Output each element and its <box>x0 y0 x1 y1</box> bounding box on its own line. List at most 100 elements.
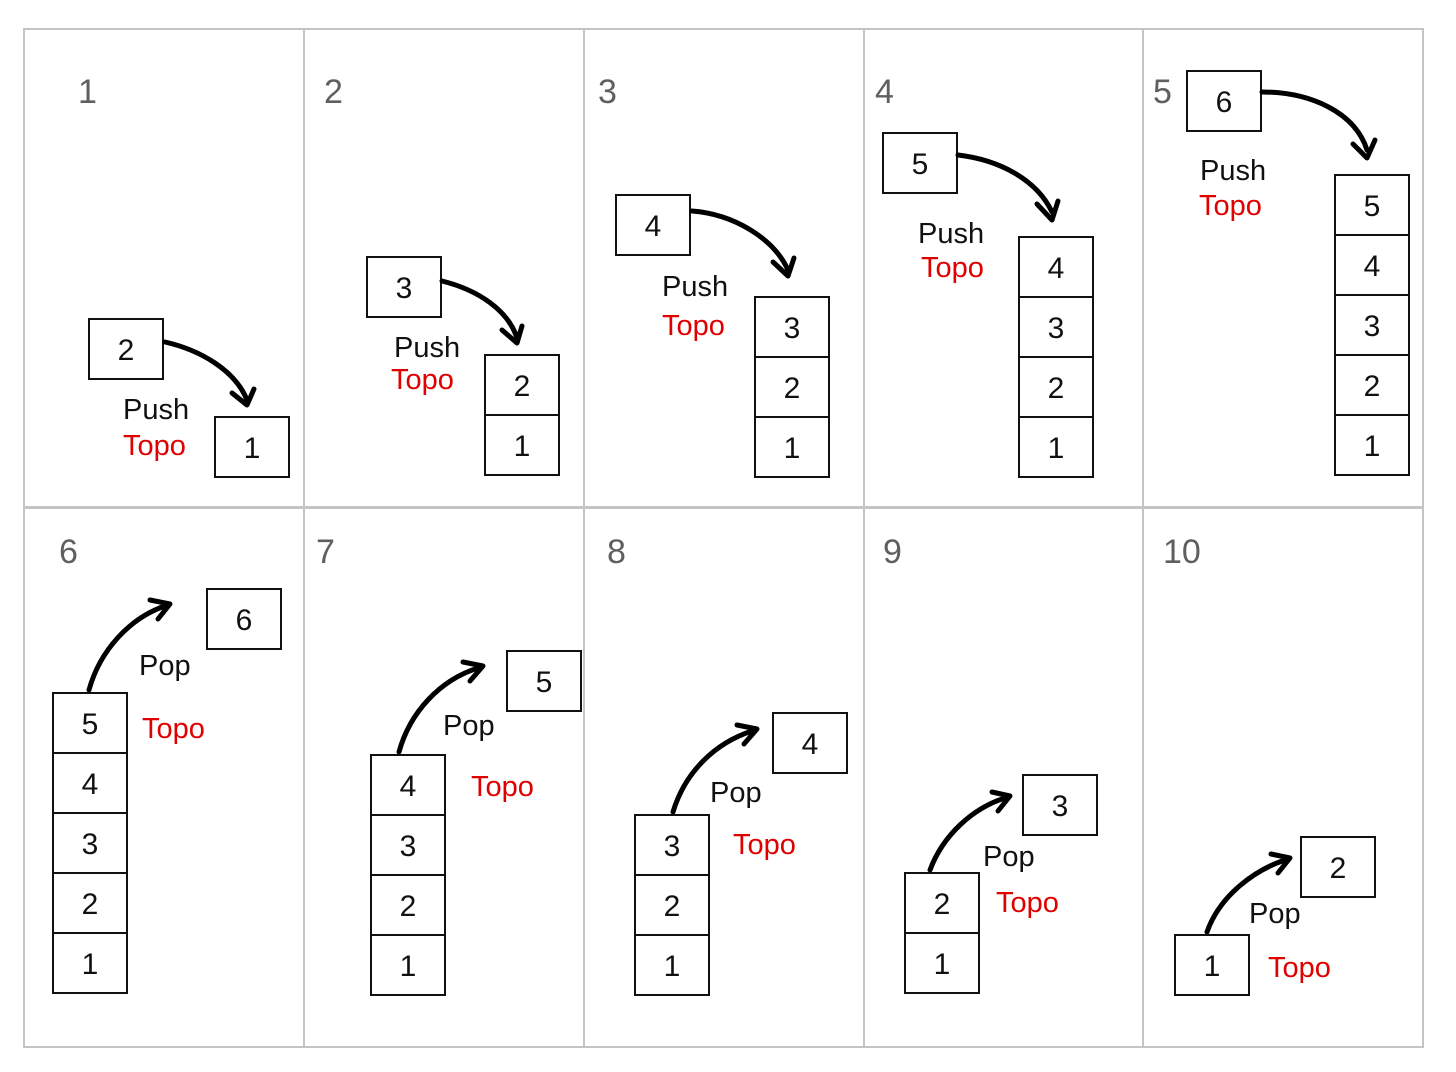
stack-item-1-rect <box>1018 416 1094 478</box>
moving-item-label: 2 <box>1330 852 1347 885</box>
stack-item-2-rect <box>484 354 560 416</box>
stack-item-2: 2 <box>1018 356 1094 418</box>
stack-item-2-label: 2 <box>1048 372 1065 405</box>
stack-item-1-label: 1 <box>1048 432 1065 465</box>
push-label: Push <box>123 394 189 426</box>
stack-item-5: 5 <box>52 692 128 754</box>
moving-item-label: 6 <box>236 604 253 637</box>
stack: 1 <box>1174 934 1250 996</box>
stack-item-2-label: 2 <box>784 372 801 405</box>
stack-item-1-label: 1 <box>664 950 681 983</box>
stack-item-4: 4 <box>1018 236 1094 298</box>
arrow-curve <box>955 152 1055 215</box>
stack-item-3-rect <box>1018 296 1094 358</box>
stack-item-1: 1 <box>634 934 710 996</box>
stack-item-3-label: 3 <box>1048 312 1065 345</box>
pop-label: Pop <box>443 710 495 742</box>
stack: 1 2 3 <box>634 814 710 996</box>
stack-item-2: 2 <box>754 356 830 418</box>
panel-number: 3 <box>598 73 617 111</box>
push-label: Push <box>662 271 728 303</box>
stack-item-1: 1 <box>904 932 980 994</box>
curved-arrow-icon <box>396 659 486 755</box>
stack-item-5-label: 5 <box>82 708 99 741</box>
panel-number: 6 <box>59 533 78 571</box>
stack-item-2-label: 2 <box>514 370 531 403</box>
stack-item-5-rect <box>52 692 128 754</box>
stack-item-2-label: 2 <box>934 888 951 921</box>
moving-item: 6 <box>1186 70 1262 132</box>
stack-item-3-rect <box>754 296 830 358</box>
stack-item-3: 3 <box>754 296 830 358</box>
stack-item-4: 4 <box>370 754 446 816</box>
stack-item-3-label: 3 <box>664 830 681 863</box>
arrow-head <box>229 386 257 408</box>
topo-label: Topo <box>662 310 725 342</box>
stack-item-3-rect <box>370 814 446 876</box>
curved-arrow-icon <box>955 152 1061 223</box>
topo-label: Topo <box>1199 190 1262 222</box>
arrow-head <box>147 597 173 622</box>
topo-label: Topo <box>391 364 454 396</box>
arrow-head <box>1034 198 1061 223</box>
stack-item-1: 1 <box>214 416 290 478</box>
stack-item-4-rect <box>370 754 446 816</box>
stack-item-1: 1 <box>1334 414 1410 476</box>
curved-arrow-icon <box>439 278 525 346</box>
stack: 1 2 3 4 <box>1018 236 1094 478</box>
arrow-curve <box>396 665 481 755</box>
moving-item-label: 4 <box>645 210 662 243</box>
topo-label: Topo <box>1268 952 1331 984</box>
stack: 1 2 3 <box>754 296 830 478</box>
topo-label: Topo <box>733 829 796 861</box>
stack-item-1-rect <box>634 934 710 996</box>
push-label: Push <box>918 218 984 250</box>
stack-item-1: 1 <box>370 934 446 996</box>
arrow-curve <box>162 339 250 403</box>
moving-item-rect <box>1300 836 1376 898</box>
curved-arrow-icon <box>670 722 760 815</box>
moving-item: 3 <box>366 256 442 318</box>
stack-item-3: 3 <box>52 812 128 874</box>
panel-number: 5 <box>1153 73 1172 111</box>
stack-item-4-label: 4 <box>82 768 99 801</box>
stack-item-1: 1 <box>52 932 128 994</box>
moving-item-label: 2 <box>118 334 135 367</box>
curved-arrow-icon <box>927 789 1013 873</box>
stack-item-3-label: 3 <box>784 312 801 345</box>
moving-item-rect <box>206 588 282 650</box>
stack-item-3-label: 3 <box>82 828 99 861</box>
pop-label: Pop <box>710 777 762 809</box>
stack-item-2: 2 <box>484 354 560 416</box>
stack-item-1-label: 1 <box>784 432 801 465</box>
moving-item-rect <box>506 650 582 712</box>
stack-item-2-label: 2 <box>400 890 417 923</box>
push-label: Push <box>1200 155 1266 187</box>
stack-item-1: 1 <box>1174 934 1250 996</box>
topo-label: Topo <box>471 771 534 803</box>
stack-item-4-label: 4 <box>1364 250 1381 283</box>
stack-item-1-rect <box>214 416 290 478</box>
moving-item-rect <box>88 318 164 380</box>
panel-number: 1 <box>78 73 97 111</box>
stack-item-3: 3 <box>1018 296 1094 358</box>
topo-label: Topo <box>123 430 186 462</box>
stack-item-1-label: 1 <box>400 950 417 983</box>
arrow-curve <box>689 208 791 273</box>
moving-item-rect <box>615 194 691 256</box>
stack-item-2-label: 2 <box>664 890 681 923</box>
moving-item: 6 <box>206 588 282 650</box>
stack-item-2: 2 <box>1334 354 1410 416</box>
moving-item: 2 <box>1300 836 1376 898</box>
stack-item-1-rect <box>52 932 128 994</box>
curved-arrow-icon <box>1204 851 1293 935</box>
